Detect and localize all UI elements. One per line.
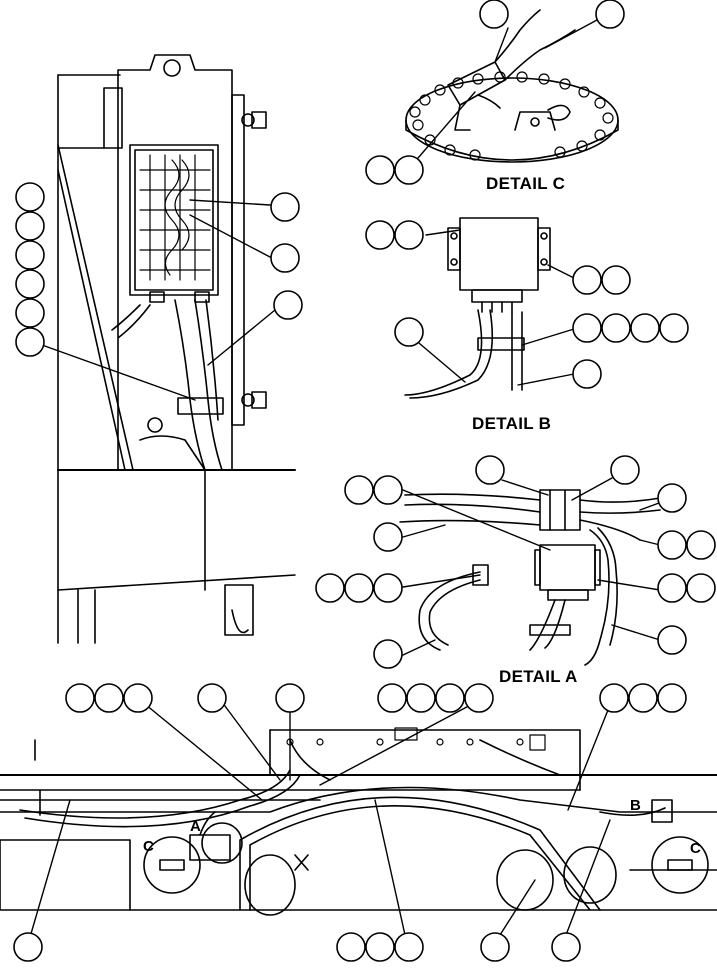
callout-balloon xyxy=(373,522,403,552)
detail-c-label: DETAIL C xyxy=(486,174,566,193)
callout-balloons xyxy=(13,0,716,962)
callout-balloon xyxy=(628,683,658,713)
leader-lines xyxy=(27,19,661,945)
bottom-machine-view xyxy=(0,727,717,916)
view-letter-a: A xyxy=(190,818,201,835)
callout-balloon xyxy=(686,573,716,603)
detail-a-label: DETAIL A xyxy=(499,667,578,686)
callout-balloon xyxy=(13,932,43,962)
callout-balloon xyxy=(123,683,153,713)
callout-balloon xyxy=(15,298,45,328)
detail-a-view xyxy=(399,489,661,666)
view-letter-c-left: C xyxy=(143,838,154,855)
callout-balloon xyxy=(94,683,124,713)
callout-balloon xyxy=(464,683,494,713)
callout-balloon xyxy=(659,313,689,343)
callout-balloon xyxy=(601,265,631,295)
callout-balloon xyxy=(365,220,395,250)
callout-balloon xyxy=(572,313,602,343)
callout-balloon xyxy=(275,683,305,713)
view-letter-c-right: C xyxy=(690,840,701,857)
callout-balloon xyxy=(373,573,403,603)
callout-balloon xyxy=(394,317,424,347)
callout-balloon xyxy=(686,530,716,560)
callout-balloon xyxy=(365,155,395,185)
callout-balloon xyxy=(377,683,407,713)
callout-balloon xyxy=(657,483,687,513)
callout-balloon xyxy=(270,243,300,273)
callout-balloon xyxy=(15,327,45,357)
callout-balloon xyxy=(15,269,45,299)
callout-balloon xyxy=(479,0,509,29)
main-view-junction-box xyxy=(57,54,296,644)
callout-balloon xyxy=(572,265,602,295)
callout-balloon xyxy=(630,313,660,343)
callout-balloon xyxy=(657,530,687,560)
callout-balloon xyxy=(373,639,403,669)
callout-balloon xyxy=(406,683,436,713)
callout-balloon xyxy=(394,155,424,185)
callout-balloon xyxy=(65,683,95,713)
callout-balloon xyxy=(657,573,687,603)
callout-balloon xyxy=(344,475,374,505)
callout-balloon xyxy=(601,313,631,343)
callout-balloon xyxy=(197,683,227,713)
detail-c-view xyxy=(405,9,619,163)
callout-balloon xyxy=(373,475,403,505)
callout-balloon xyxy=(435,683,465,713)
callout-balloon xyxy=(475,455,505,485)
detail-b-label: DETAIL B xyxy=(472,414,552,433)
callout-balloon xyxy=(394,932,424,962)
callout-balloon xyxy=(610,455,640,485)
callout-balloon xyxy=(572,359,602,389)
callout-balloon xyxy=(657,625,687,655)
callout-balloon xyxy=(657,683,687,713)
callout-balloon xyxy=(15,182,45,212)
detail-b-view xyxy=(404,217,551,399)
callout-balloon xyxy=(480,932,510,962)
callout-balloon xyxy=(599,683,629,713)
callout-balloon xyxy=(315,573,345,603)
callout-balloon xyxy=(394,220,424,250)
callout-balloon xyxy=(336,932,366,962)
callout-balloon xyxy=(551,932,581,962)
view-letter-b: B xyxy=(630,797,641,814)
callout-balloon xyxy=(365,932,395,962)
callout-balloon xyxy=(595,0,625,29)
callout-balloon xyxy=(344,573,374,603)
callout-balloon xyxy=(15,240,45,270)
callout-balloon xyxy=(270,192,300,222)
callout-balloon xyxy=(273,290,303,320)
callout-balloon xyxy=(15,211,45,241)
